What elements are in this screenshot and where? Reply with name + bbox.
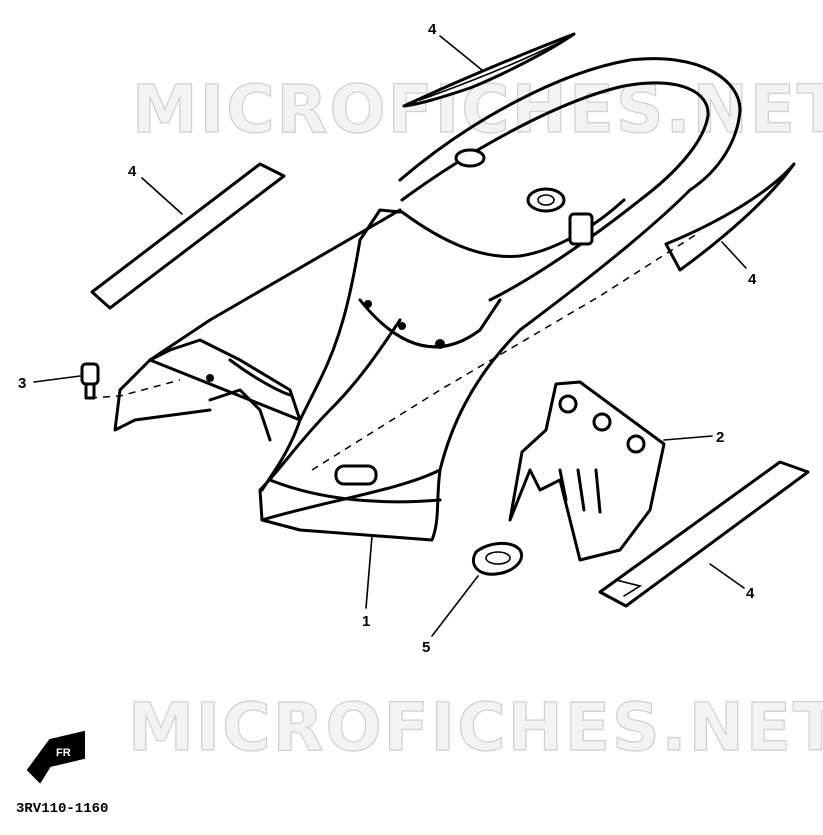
diagram-code: 3RV110-1160: [16, 801, 108, 817]
callout-part-2: 2: [716, 429, 724, 446]
callout-part-4-bottom: 4: [746, 585, 755, 602]
callout-part-3: 3: [18, 375, 26, 392]
front-direction-arrow-icon: FR: [26, 730, 85, 784]
callout-part-5: 5: [422, 639, 430, 656]
stripe-decal-bottom: [598, 460, 810, 608]
rear-cowl: [113, 57, 742, 542]
leader-lines: [33, 35, 747, 637]
rear-bracket-plate: [508, 380, 666, 562]
callout-part-4-right: 4: [748, 271, 757, 288]
fr-label: FR: [56, 747, 71, 759]
callout-part-1: 1: [362, 613, 370, 630]
bolt: [80, 362, 181, 400]
stripe-decal-left: [90, 162, 286, 310]
callout-part-4-left: 4: [128, 163, 137, 180]
stripe-decal-right: [664, 162, 796, 272]
grommet: [472, 542, 523, 576]
stripe-decal-top: [402, 32, 576, 108]
watermark-bottom: MICROFICHES.NET: [128, 689, 823, 766]
callout-part-4-top: 4: [428, 21, 437, 38]
